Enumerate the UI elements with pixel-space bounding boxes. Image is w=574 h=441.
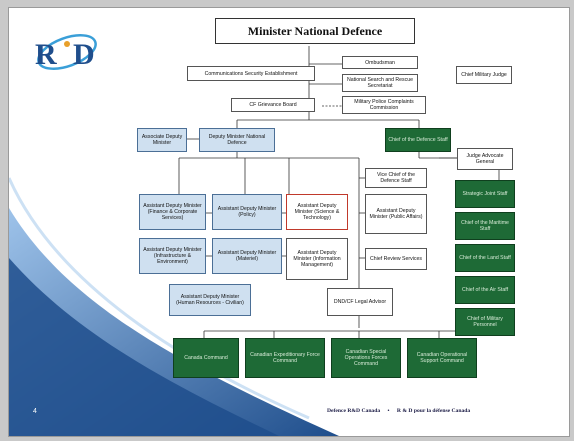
chief-air-box: Chief of the Air Staff: [455, 276, 515, 304]
slide: R D: [8, 7, 570, 437]
cf-grievance-label: CF Grievance Board: [249, 102, 297, 108]
adm-ie-box: Assistant Deputy Minister (Infrastructur…: [139, 238, 206, 274]
strategic-joint-box: Strategic Joint Staff: [455, 180, 515, 208]
adm-ie-label: Assistant Deputy Minister (Infrastructur…: [143, 247, 202, 265]
adm-st-box: Assistant Deputy Minister (Science & Tec…: [286, 194, 348, 230]
adm-pa-label: Assistant Deputy Minister (Public Affair…: [369, 208, 423, 220]
background-swoosh: [9, 177, 339, 436]
chief-military-judge-label: Chief Military Judge: [461, 72, 507, 78]
vice-chief-box: Vice Chief of the Defence Staff: [365, 168, 427, 188]
adm-finance-box: Assistant Deputy Minister (Finance & Cor…: [139, 194, 206, 230]
special-ops-box: Canadian Special Operations Forces Comma…: [331, 338, 401, 378]
judge-advocate-label: Judge Advocate General: [466, 153, 504, 165]
ombudsman-label: Ombudsman: [365, 59, 395, 66]
expeditionary-label: Canadian Expeditionary Force Command: [250, 352, 320, 364]
minister-box: Minister National Defence: [215, 18, 415, 44]
minister-label: Minister National Defence: [247, 24, 383, 38]
adm-pa-box: Assistant Deputy Minister (Public Affair…: [365, 194, 427, 234]
adm-im-label: Assistant Deputy Minister (Information M…: [293, 250, 341, 268]
canada-command-box: Canada Command: [173, 338, 239, 378]
expeditionary-box: Canadian Expeditionary Force Command: [245, 338, 325, 378]
mp-complaints-box: Military Police Complaints Commission: [342, 96, 426, 114]
svg-text:R: R: [35, 38, 57, 71]
operational-support-label: Canadian Operational Support Command: [416, 352, 468, 364]
comm-security-box: Communications Security Establishment: [187, 66, 315, 81]
nsar-box: National Search and Rescue Secretariat: [342, 74, 418, 92]
mp-complaints-label: Military Police Complaints Commission: [354, 99, 414, 111]
adm-materiel-box: Assistant Deputy Minister (Materiel): [212, 238, 282, 274]
comm-security-label: Communications Security Establishment: [204, 70, 298, 77]
footer-right: R & D pour la défense Canada: [396, 408, 471, 414]
chief-defence-staff-box: Chief of the Defence Staff: [385, 128, 451, 152]
canada-command-label: Canada Command: [184, 355, 228, 361]
associate-dm-box: Associate Deputy Minister: [137, 128, 187, 152]
chief-defence-staff-label: Chief of the Defence Staff: [388, 137, 448, 143]
chief-maritime-box: Chief of the Maritime Staff: [455, 212, 515, 240]
adm-materiel-label: Assistant Deputy Minister (Materiel): [217, 250, 277, 262]
cf-grievance-box: CF Grievance Board: [231, 98, 315, 112]
strategic-joint-label: Strategic Joint Staff: [462, 191, 508, 197]
ombudsman-box: Ombudsman: [342, 56, 418, 69]
deputy-minister-label: Deputy Minister National Defence: [208, 134, 266, 146]
chief-mil-personnel-label: Chief of Military Personnel: [467, 316, 503, 328]
adm-finance-label: Assistant Deputy Minister (Finance & Cor…: [143, 203, 202, 221]
chief-military-judge-box: Chief Military Judge: [456, 66, 512, 84]
adm-hr-box: Assistant Deputy Minister (Human Resourc…: [169, 284, 251, 316]
page-number: 4: [33, 408, 37, 415]
footer-left: Defence R&D Canada: [327, 408, 381, 414]
chief-mil-personnel-box: Chief of Military Personnel: [455, 308, 515, 336]
chief-review-label: Chief Review Services: [370, 256, 422, 262]
adm-hr-label: Assistant Deputy Minister (Human Resourc…: [176, 294, 244, 306]
rd-logo: R D: [35, 34, 97, 71]
adm-im-box: Assistant Deputy Minister (Information M…: [286, 238, 348, 280]
footer-text: Defence R&D Canada • R & D pour la défen…: [327, 408, 470, 414]
svg-text:D: D: [73, 38, 95, 71]
chief-air-label: Chief of the Air Staff: [461, 287, 509, 293]
associate-dm-label: Associate Deputy Minister: [141, 134, 183, 146]
vice-chief-label: Vice Chief of the Defence Staff: [377, 172, 415, 184]
footer-separator: •: [387, 408, 390, 414]
deputy-minister-box: Deputy Minister National Defence: [199, 128, 275, 152]
operational-support-box: Canadian Operational Support Command: [407, 338, 477, 378]
judge-advocate-box: Judge Advocate General: [457, 148, 513, 170]
nsar-label: National Search and Rescue Secretariat: [346, 77, 414, 89]
adm-policy-box: Assistant Deputy Minister (Policy): [212, 194, 282, 230]
chief-land-box: Chief of the Land Staff: [455, 244, 515, 272]
chief-review-box: Chief Review Services: [365, 248, 427, 270]
adm-policy-label: Assistant Deputy Minister (Policy): [217, 206, 277, 218]
dnd-legal-box: DND/CF Legal Advisor: [327, 288, 393, 316]
special-ops-label: Canadian Special Operations Forces Comma…: [344, 349, 388, 367]
dnd-legal-label: DND/CF Legal Advisor: [333, 299, 387, 305]
adm-st-label: Assistant Deputy Minister (Science & Tec…: [294, 203, 340, 221]
chief-maritime-label: Chief of the Maritime Staff: [461, 220, 509, 232]
chief-land-label: Chief of the Land Staff: [459, 255, 511, 261]
